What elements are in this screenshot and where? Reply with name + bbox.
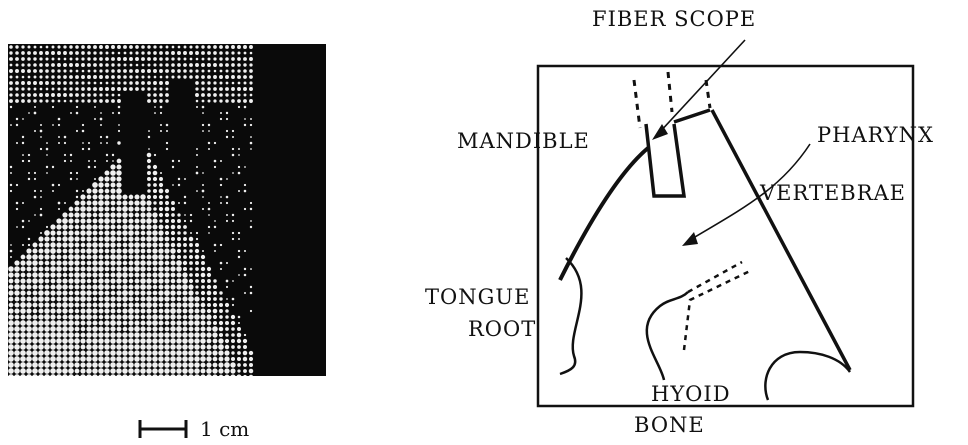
diagram-frame <box>538 66 913 406</box>
label-hyoid-line2: BONE <box>634 413 705 437</box>
hyoid-curve <box>647 292 688 380</box>
label-pharynx: PHARYNX <box>817 123 934 147</box>
posterior-wall-curve <box>765 352 850 400</box>
label-tongue-root-line1: TONGUE <box>425 285 530 309</box>
hyoid-dashed-line-2 <box>684 270 752 350</box>
label-fiber-scope: FIBER SCOPE <box>592 7 756 31</box>
label-hyoid-line1: HYOID <box>651 382 731 406</box>
hyoid-dashed-line-1 <box>688 262 742 292</box>
fiber-scope-arrow <box>652 40 745 140</box>
vertebrae-line <box>712 110 850 370</box>
label-mandible: MANDIBLE <box>457 129 590 153</box>
label-tongue-root-line2: ROOT <box>468 317 536 341</box>
mandible-curve <box>560 148 648 280</box>
label-vertebrae: VERTEBRAE <box>759 181 906 205</box>
